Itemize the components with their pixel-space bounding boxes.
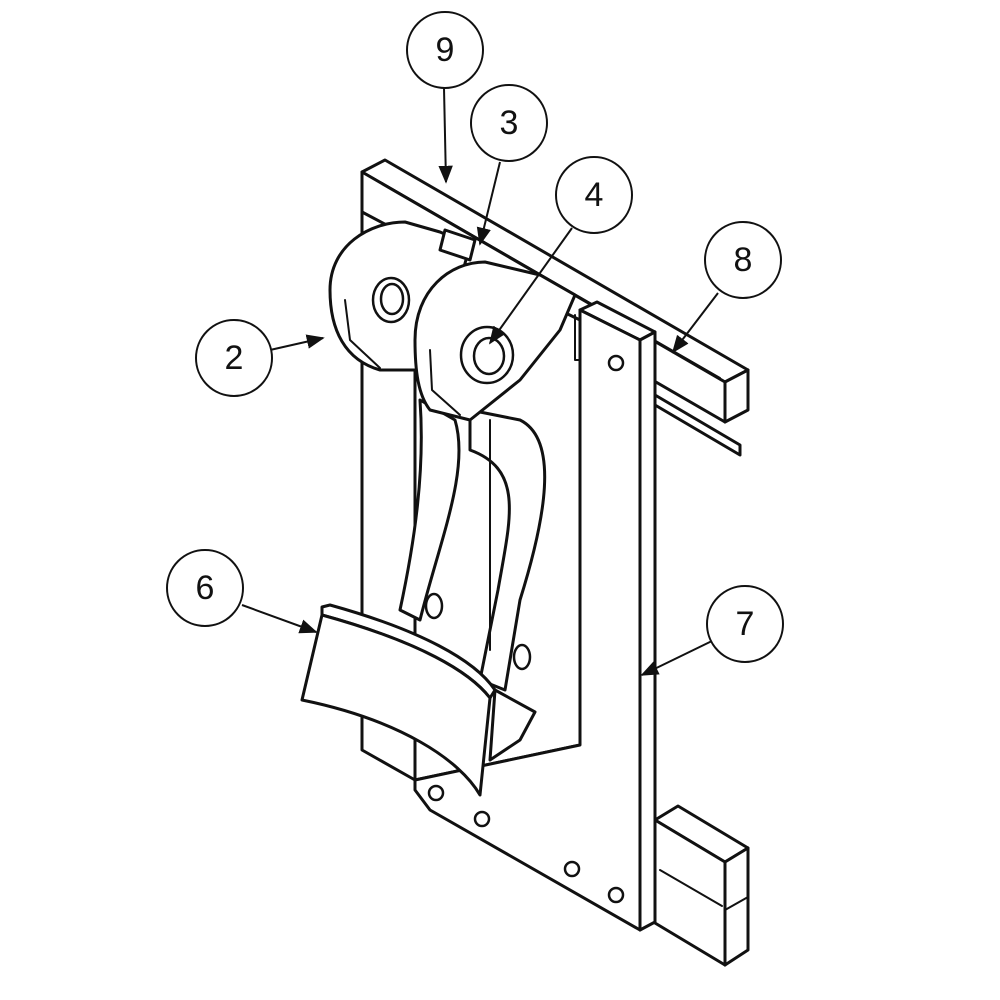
balloon-label: 9 [436,31,455,69]
balloon-label: 2 [225,339,244,377]
arm-links [398,398,547,692]
bottom-rail [653,804,750,967]
balloon-3: 3 [470,84,548,162]
link-hole-1 [424,592,444,620]
balloon-label: 7 [736,605,755,643]
plate-hole-1 [427,784,445,802]
balloon-label: 3 [500,104,519,142]
balloon-9: 9 [406,11,484,89]
pivot-blocks [328,220,577,422]
plate-hole-top [607,354,625,372]
balloon-label: 4 [585,176,604,214]
leader-2 [269,334,325,351]
leader-7 [640,639,715,676]
link-hole-2 [512,643,532,671]
leader-lines [241,87,719,676]
balloon-6: 6 [166,549,244,627]
leader-9 [438,87,453,184]
leader-3 [476,161,501,246]
curved-pad [300,603,537,797]
leader-6 [241,604,318,634]
leader-4 [488,227,573,345]
balloon-4: 4 [555,156,633,234]
balloon-label: 6 [196,569,215,607]
plate-hole-2 [473,810,491,828]
leader-8 [671,292,719,354]
plate-hole-3 [563,860,581,878]
balloon-2: 2 [195,319,273,397]
balloon-label: 8 [734,241,753,279]
balloon-7: 7 [706,585,784,663]
balloon-8: 8 [704,221,782,299]
plate-hole-4 [607,886,625,904]
